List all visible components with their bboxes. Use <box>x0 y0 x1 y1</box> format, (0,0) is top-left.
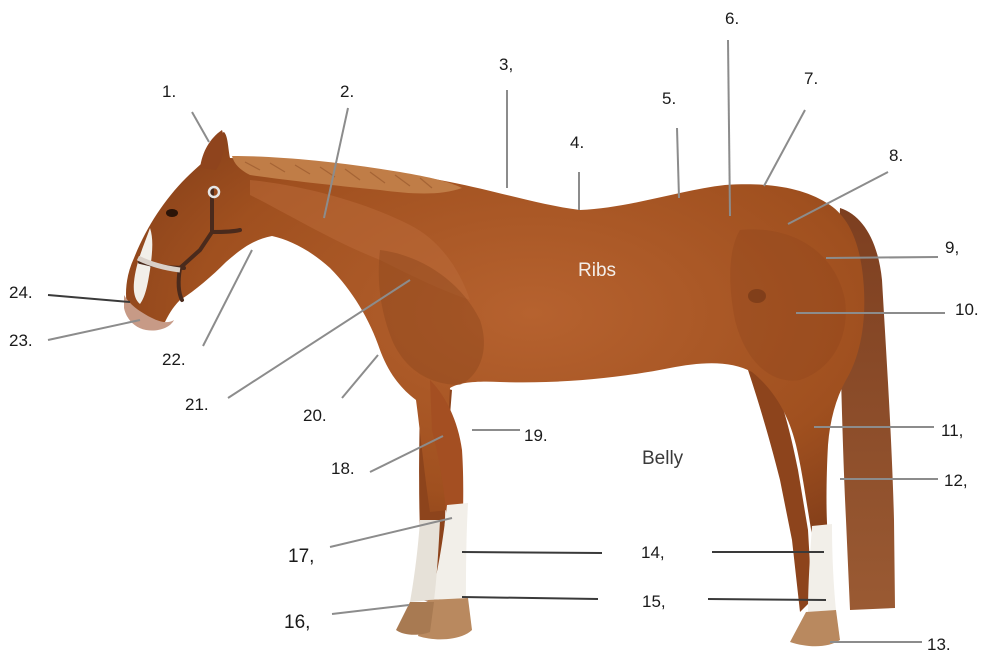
leader-7 <box>764 110 805 186</box>
label-8: 8. <box>889 146 903 165</box>
leader-15b <box>708 599 826 600</box>
label-ribs: Ribs <box>578 260 616 281</box>
leader-1 <box>192 112 209 142</box>
near-hind-stocking <box>808 524 836 612</box>
leader-24 <box>48 295 130 302</box>
label-24: 24. <box>9 283 33 302</box>
leader-9 <box>826 257 938 258</box>
horse-illustration <box>124 130 895 646</box>
leader-23 <box>48 320 140 340</box>
label-4: 4. <box>570 133 584 152</box>
label-9: 9, <box>945 238 959 257</box>
label-10: 10. <box>955 300 979 319</box>
label-17: 17, <box>288 546 314 567</box>
leader-15a <box>462 597 598 599</box>
label-18: 18. <box>331 459 355 478</box>
label-7: 7. <box>804 69 818 88</box>
label-13: 13. <box>927 635 951 653</box>
leader-5 <box>677 128 679 198</box>
near-hind-hoof <box>790 610 840 646</box>
label-23: 23. <box>9 331 33 350</box>
label-21: 21. <box>185 395 209 414</box>
label-15: 15, <box>642 592 666 611</box>
label-6: 6. <box>725 9 739 28</box>
label-14: 14, <box>641 543 665 562</box>
label-19: 19. <box>524 426 548 445</box>
label-3: 3, <box>499 55 513 74</box>
label-1: 1. <box>162 82 176 101</box>
label-12: 12, <box>944 471 968 490</box>
label-16: 16, <box>284 612 310 633</box>
stifle-spot <box>748 289 766 303</box>
horse-eye <box>166 209 178 217</box>
label-belly: Belly <box>642 448 684 469</box>
leader-16 <box>332 605 409 614</box>
label-5: 5. <box>662 89 676 108</box>
label-22: 22. <box>162 350 186 369</box>
label-20: 20. <box>303 406 327 425</box>
label-2: 2. <box>340 82 354 101</box>
leader-20 <box>342 355 378 398</box>
far-fore-hoof <box>396 602 434 635</box>
leader-14a <box>462 552 602 553</box>
label-11: 11, <box>941 421 963 440</box>
